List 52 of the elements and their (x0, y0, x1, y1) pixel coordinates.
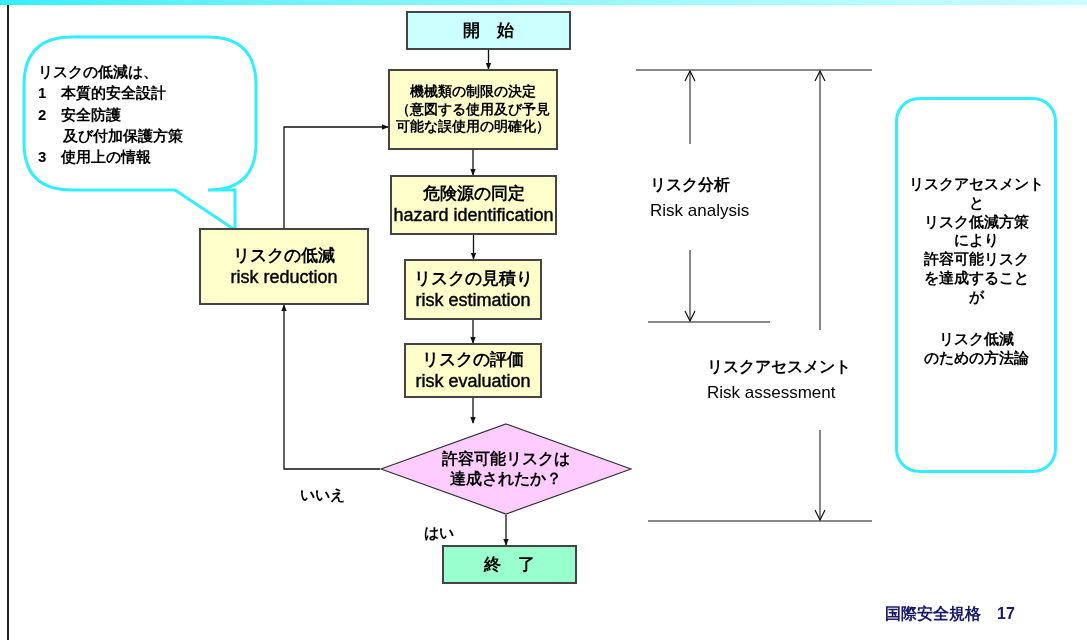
arrow (470, 149, 476, 176)
node-text: risk evaluation (415, 369, 531, 393)
node-text: hazard identification (393, 204, 554, 227)
section-label: Risk assessment (707, 382, 836, 404)
node-text: risk estimation (415, 288, 531, 312)
arrow (283, 124, 389, 229)
node-text: リスクの低減 (233, 244, 335, 266)
node-text: 3 使用上の情報 (38, 147, 152, 168)
arrow (503, 514, 509, 546)
node-text: 達成されたか？ (450, 469, 562, 489)
arrow (485, 49, 492, 70)
node-text: のための方法論 (923, 349, 1029, 368)
node-text: （意図する使用及び予見 (396, 100, 550, 119)
node-text: リスクの低減は、 (38, 62, 158, 82)
node-text: と (968, 193, 984, 213)
node-text: リスク低減方策 (923, 212, 1029, 232)
arrow (470, 397, 476, 424)
process-box (404, 343, 542, 398)
process-box (390, 175, 557, 235)
process-box (404, 259, 542, 320)
section-label: リスクアセスメント (707, 357, 851, 377)
node-text: 許容可能リスク (923, 250, 1029, 269)
node-text: 2 安全防護 (38, 104, 122, 125)
node-text: 及び付加保護方策 (62, 125, 183, 146)
process-box (388, 69, 558, 150)
node-text: リスクの見積り (413, 267, 533, 289)
node-text: risk reduction (230, 265, 338, 289)
start-box (406, 11, 571, 50)
node-text: 開 始 (463, 19, 514, 42)
node-text: 許容可能リスクは (442, 449, 570, 469)
arrow (470, 319, 476, 344)
decision-diamond (380, 423, 632, 515)
node-text: により (953, 231, 999, 250)
section-label: Risk analysis (650, 200, 750, 222)
end-box (442, 545, 577, 584)
node-text: が (968, 287, 984, 307)
node-text: リスクアセスメント (908, 175, 1044, 194)
process-box (199, 228, 369, 305)
section-label: リスク分析 (650, 175, 730, 195)
page-footer: 国際安全規格 17 (885, 602, 1015, 626)
arrow (281, 304, 381, 470)
node-text: リスクの評価 (422, 348, 524, 370)
arrow (470, 234, 477, 260)
note-box (895, 97, 1057, 473)
node-text: 機械類の制限の決定 (410, 83, 536, 101)
node-text: 終 了 (484, 553, 535, 576)
node-text: 可能な誤使用の明確化） (396, 118, 550, 136)
node-text: 1 本質的安全設計 (38, 83, 167, 104)
node-text: を達成すること (923, 268, 1029, 288)
node-text: リスク低減 (938, 330, 1014, 349)
node-text: 危険源の同定 (422, 183, 525, 205)
speech-bubble (22, 35, 258, 231)
